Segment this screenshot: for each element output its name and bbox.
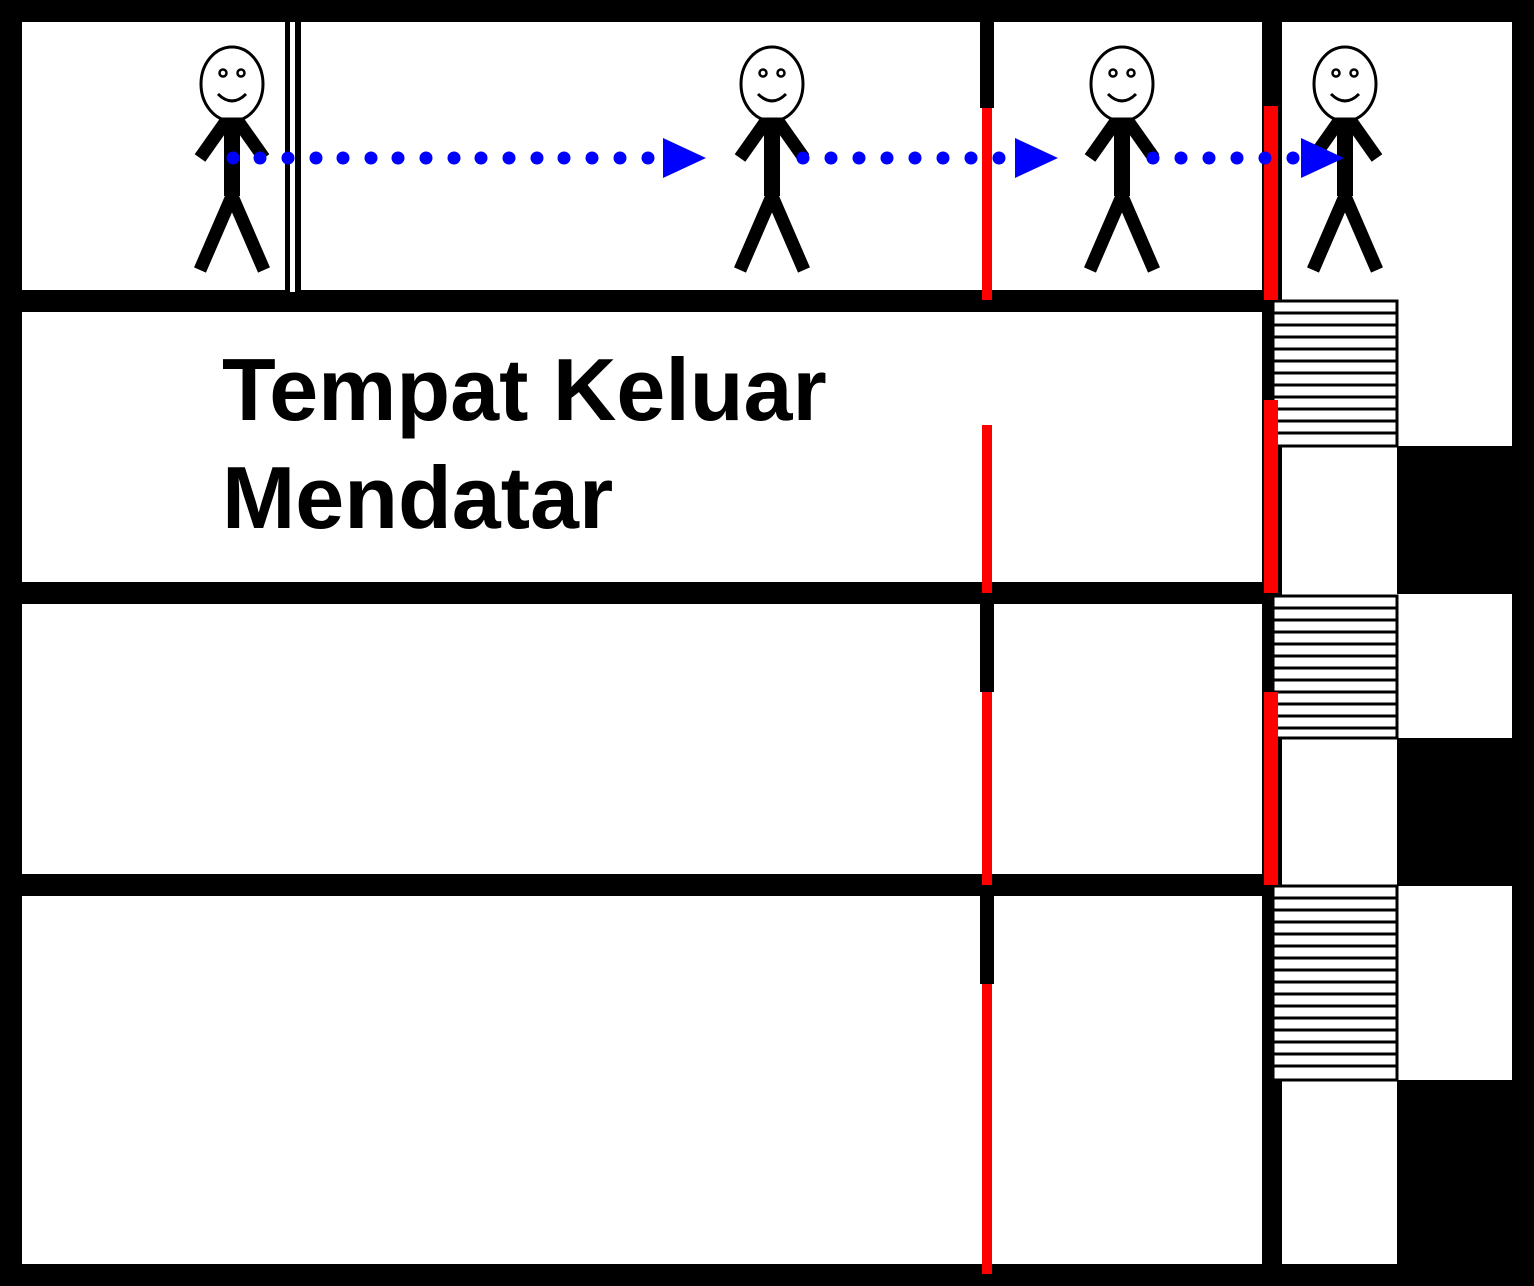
fire-barriers — [982, 106, 1278, 1274]
staircase-3 — [1271, 884, 1399, 1082]
arrow-head-2 — [1015, 138, 1058, 178]
stair-landings — [1397, 446, 1534, 1286]
floor-slab-2 — [0, 582, 1272, 604]
staircase-icon — [1271, 299, 1399, 1082]
evacuation-path — [226, 151, 1300, 165]
partition-walls — [980, 22, 994, 984]
arrow-right-icon — [663, 138, 1344, 178]
caption-line-2: Mendatar — [222, 448, 614, 547]
staircase-1 — [1271, 299, 1399, 448]
diagram-caption: Tempat Keluar Mendatar — [222, 336, 827, 552]
floor-slab-3 — [0, 874, 1272, 896]
floor-slab-1 — [0, 290, 1272, 312]
staircase-2 — [1271, 594, 1399, 740]
floor-slabs — [0, 290, 1272, 896]
arrow-head-3 — [1301, 138, 1344, 178]
caption-line-1: Tempat Keluar — [222, 340, 827, 439]
arrow-head-1 — [663, 138, 706, 178]
